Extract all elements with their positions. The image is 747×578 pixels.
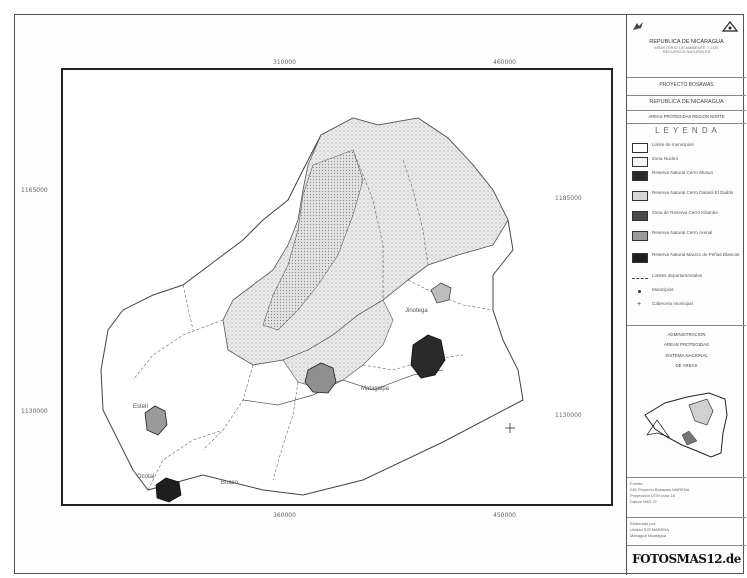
- reserve-esteli: [144, 405, 168, 436]
- legend-item: Limites departamentales: [632, 273, 744, 291]
- place-esteli: Estelí: [133, 404, 149, 410]
- map-subtitle: AREAS PROTEGIDAS REGION NORTE: [648, 114, 725, 119]
- admin-line-3: SISTEMA NACIONAL: [665, 352, 708, 358]
- legend-title-row: L E Y E N D A: [627, 123, 746, 137]
- legend-item: Municipios: [632, 287, 744, 305]
- admin-line-4: DE AREAS: [675, 362, 698, 368]
- reserve-small-ne: [430, 282, 452, 304]
- project-title: PROYECTO BOSAWAS: [659, 82, 714, 88]
- coord-left-2: 1130000: [21, 408, 48, 415]
- map-frame: Jinotega Matagalpa Estelí Ocotal Boaco: [61, 68, 613, 506]
- legend-swatch: [632, 171, 648, 181]
- legend-title: L E Y E N D A: [655, 126, 718, 135]
- coord-left-1: 1165000: [21, 187, 48, 194]
- place-jinotega: Jinotega: [405, 308, 428, 314]
- department-boundary: [242, 369, 444, 406]
- legend-swatch: [632, 253, 648, 263]
- region-title: REPUBLICA DE NICARAGUA: [649, 99, 724, 105]
- region-row: REPUBLICA DE NICARAGUA: [627, 95, 746, 109]
- admin-block: ADMINISTRACION AREAS PROTEGIDAS SISTEMA …: [627, 325, 746, 368]
- header-line-3: RECURSOS NATURALES: [662, 50, 711, 55]
- source-line-1: Fuente:: [630, 481, 644, 486]
- place-matagalpa: Matagalpa: [361, 386, 390, 392]
- legend-swatch: [632, 191, 648, 201]
- logo-icons: [633, 21, 739, 32]
- legend-dot-symbol: [638, 290, 641, 293]
- legend-label: Limite de municipios: [652, 142, 694, 147]
- legend-item: Zona de Reserva Cerro Kilambe: [632, 210, 744, 228]
- admin-line-1: ADMINISTRACION: [667, 332, 706, 337]
- credit-line-1: Elaborado por:: [630, 521, 657, 526]
- coord-right-2: 1130000: [555, 412, 582, 419]
- legend-label: Limites departamentales: [652, 273, 703, 278]
- reserve-penas-blancas: [155, 477, 182, 503]
- reserve-musun: [410, 334, 446, 379]
- legend-label: Reserva Natural Macizo de Peñas Blancas: [652, 252, 740, 257]
- legend-item: Limite de municipios: [632, 142, 744, 160]
- legend-item: Reserva Natural Macizo de Peñas Blancas: [632, 252, 744, 270]
- locator-map: [627, 375, 746, 475]
- legend-line-symbol: [632, 278, 648, 279]
- reserve-arenal: [304, 362, 337, 394]
- legend-panel: REPUBLICA DE NICARAGUA MINISTERIO DE AMB…: [626, 15, 746, 575]
- grid-crosshair: [505, 423, 515, 433]
- coord-bottom-2: 450000: [493, 512, 516, 519]
- logo-row: [627, 19, 746, 33]
- header-line-1: REPUBLICA DE NICARAGUA: [649, 39, 724, 45]
- watermark-logo: FOTOSMAS12.de: [632, 552, 741, 566]
- source-line-4: Datum NAD 27: [630, 499, 657, 504]
- legend-label: Zona Nucleo: [652, 156, 679, 161]
- credit-line-2: Unidad SIG MARENA: [630, 527, 669, 532]
- coord-top-2: 460000: [493, 59, 516, 66]
- credit-block: Elaborado por: Unidad SIG MARENA Managua…: [627, 517, 746, 542]
- credit-line-3: Managua Nicaragua: [630, 533, 667, 538]
- legend-swatch: [632, 231, 648, 241]
- source-block: Fuente: SIG Proyecto Bosawas MARENA Proy…: [627, 477, 746, 508]
- legend-label: Zona de Reserva Cerro Kilambe: [652, 210, 718, 215]
- legend-plus-symbol: +: [637, 301, 642, 308]
- legend-label: Reserva Natural Cerro Datanli El Diablo: [652, 190, 734, 195]
- watermark-row: FOTOSMAS12.de: [627, 545, 746, 574]
- header-line-2: MINISTERIO DE AMBIENTE Y LOS: [654, 45, 719, 50]
- legend-swatch: [632, 211, 648, 221]
- nicaragua-locator-map: [644, 392, 728, 458]
- bird-logo-icon: [633, 22, 643, 30]
- project-row: PROYECTO BOSAWAS: [627, 77, 746, 91]
- place-boaco: Boaco: [221, 480, 239, 486]
- admin-line-2: AREAS PROTEGIDAS: [664, 342, 709, 348]
- legend-swatch: [632, 143, 648, 153]
- legend-item: Reserva Natural Cerro Musun: [632, 170, 744, 188]
- coord-right-1: 1185000: [555, 195, 582, 202]
- coord-bottom-1: 360000: [273, 512, 296, 519]
- subtitle-row: AREAS PROTEGIDAS REGION NORTE: [627, 110, 746, 122]
- place-ocotal: Ocotal: [137, 474, 155, 480]
- protected-zone-band: [262, 149, 364, 331]
- legend-item: Reserva Natural Cerro Datanli El Diablo: [632, 190, 744, 208]
- legend-label: Cabecera municipal: [652, 301, 693, 306]
- map-sheet: Jinotega Matagalpa Estelí Ocotal Boaco 3…: [14, 14, 746, 575]
- legend-label: Reserva Natural Cerro Musun: [652, 170, 714, 175]
- legend-swatch: [632, 157, 648, 167]
- legend-label: Municipios: [652, 287, 674, 292]
- source-line-2: SIG Proyecto Bosawas MARENA: [630, 487, 690, 492]
- legend-label: Reserva Natural Cerro Arenal: [652, 230, 713, 235]
- triangle-emblem-icon: [721, 21, 739, 32]
- map-canvas: [100, 117, 524, 503]
- boundary-lines: [132, 149, 494, 491]
- source-line-3: Proyeccion UTM zona 16: [630, 493, 675, 498]
- header-block: REPUBLICA DE NICARAGUA MINISTERIO DE AMB…: [627, 39, 746, 55]
- legend-item: + Cabecera municipal: [632, 301, 744, 319]
- legend-item: Zona Nucleo: [632, 156, 744, 174]
- legend-item: Reserva Natural Cerro Arenal: [632, 230, 744, 248]
- coord-top-1: 310000: [273, 59, 296, 66]
